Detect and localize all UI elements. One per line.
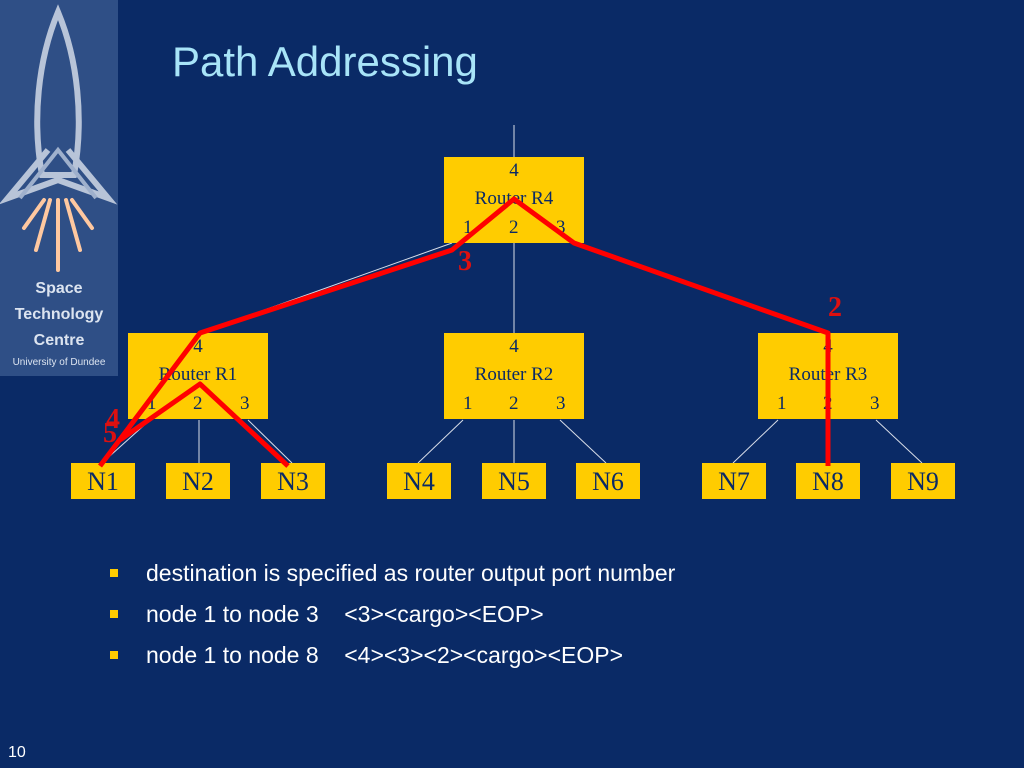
node-n3: N3	[261, 463, 325, 499]
bullet-list: destination is specified as router outpu…	[110, 560, 675, 683]
path-label-r1-port-b: 5	[103, 418, 117, 449]
router-r2-label: Router R2	[474, 364, 554, 385]
list-item: node 1 to node 3 <3><cargo><EOP>	[110, 601, 544, 642]
bullet-text: node 1 to node 3 <3><cargo><EOP>	[146, 601, 544, 627]
bullet-square-icon	[110, 610, 118, 618]
page-number: 10	[8, 744, 26, 761]
node-n7: N7	[702, 463, 766, 499]
logo-line-university: University of Dundee	[12, 357, 106, 368]
node-n8: N8	[796, 463, 860, 499]
node-n1: N1	[71, 463, 135, 499]
rocket-logo-icon	[0, 4, 118, 272]
sidebar-logo-panel: Space Technology Centre University of Du…	[0, 0, 118, 376]
logo-line-space: Space	[35, 280, 83, 297]
router-r1-port-1: 1	[147, 393, 157, 414]
path-label-r3-port: 2	[828, 292, 842, 323]
page-title: Path Addressing	[172, 38, 478, 85]
node-n6: N6	[576, 463, 640, 499]
router-r1-port-2: 2	[193, 393, 203, 414]
router-r1-port-4: 4	[193, 336, 203, 357]
router-r2: 4 Router R2 1 2 3	[444, 333, 584, 419]
router-r2-port-4: 4	[509, 336, 519, 357]
list-item: node 1 to node 8 <4><3><2><cargo><EOP>	[110, 642, 623, 683]
node-n5: N5	[482, 463, 546, 499]
bullet-square-icon	[110, 651, 118, 659]
router-r4-port-3: 3	[556, 217, 566, 238]
path-node1-to-node3	[118, 381, 290, 468]
router-r4-port-1: 1	[463, 217, 473, 238]
list-item: destination is specified as router outpu…	[110, 560, 675, 601]
router-r3-port-1: 1	[777, 393, 787, 414]
logo-line-centre: Centre	[33, 332, 85, 349]
node-n4: N4	[387, 463, 451, 499]
router-r3-port-3: 3	[870, 393, 880, 414]
router-r2-port-2: 2	[509, 393, 519, 414]
router-r1-port-3: 3	[240, 393, 250, 414]
bullet-text: node 1 to node 8 <4><3><2><cargo><EOP>	[146, 642, 624, 668]
path-node1-to-node8	[98, 196, 831, 468]
router-r4-port-2: 2	[509, 217, 519, 238]
router-r1: 4 Router R1 1 2 3	[128, 333, 268, 419]
path-label-r4-port: 3	[458, 246, 472, 277]
router-r1-label: Router R1	[158, 364, 238, 385]
node-n2: N2	[166, 463, 230, 499]
node-n9: N9	[891, 463, 955, 499]
logo-line-technology: Technology	[14, 306, 104, 323]
bullet-text: destination is specified as router outpu…	[146, 560, 676, 586]
bullet-square-icon	[110, 569, 118, 577]
router-r4-port-4: 4	[509, 160, 519, 181]
router-r2-port-3: 3	[556, 393, 566, 414]
path-label-r1-port-a: 4	[106, 404, 120, 435]
router-r2-port-1: 1	[463, 393, 473, 414]
